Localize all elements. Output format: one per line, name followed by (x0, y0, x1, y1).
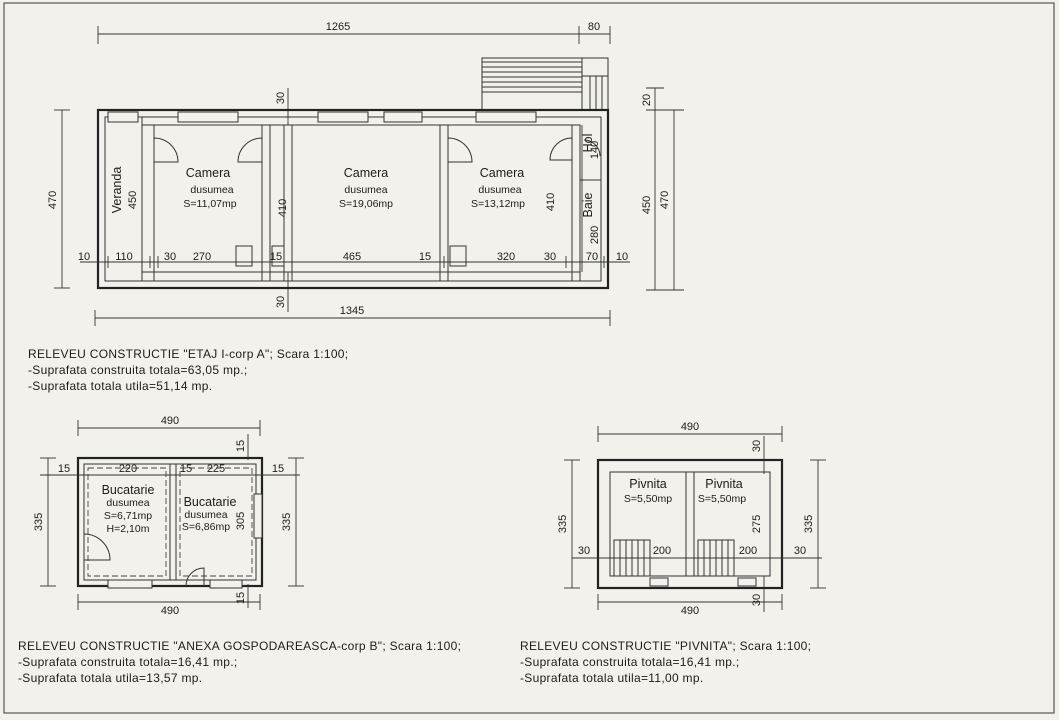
room-b2-floor: dusumea (184, 509, 227, 521)
dim-b-side-right: 15 (272, 463, 284, 475)
dim-right-20: 20 (641, 94, 653, 106)
outer-wall-pivnita (596, 458, 784, 590)
dim-row-30-right: 30 (544, 251, 556, 263)
dim-b-top: 490 (161, 415, 179, 427)
room-b1-name: Bucatarie (102, 483, 155, 497)
room-b2-name: Bucatarie (184, 495, 237, 509)
outer-wall-corp-a (96, 108, 610, 290)
dim-b-wall-bottom: 15 (235, 592, 247, 604)
dim-right-470: 470 (659, 191, 671, 209)
room-2-name: Camera (344, 166, 389, 180)
plan-corp-a: 1265 80 1345 470 20 450 470 30 30 (28, 21, 684, 393)
caption-b-line-1: -Suprafata construita totala=16,41 mp.; (18, 655, 238, 669)
page-border (3, 2, 1055, 714)
dim-right-450: 450 (641, 196, 653, 214)
plan-pivnita: 490 490 335 335 30 200 200 30 (520, 421, 826, 685)
dim-row-15-left: 15 (270, 251, 282, 263)
dim-row-110: 110 (115, 251, 133, 263)
room-b2-area: S=6,86mp (182, 521, 230, 533)
dim-b-wall-top: 15 (235, 440, 247, 452)
dim-row-465: 465 (343, 251, 361, 263)
dim-row-30-left: 30 (164, 251, 176, 263)
caption-a-line-2: -Suprafata totala utila=51,14 mp. (28, 379, 212, 393)
dim-b-right: 335 (281, 513, 293, 531)
dim-c-inner-200-b: 200 (739, 545, 757, 557)
baie-label: Baie (581, 192, 595, 217)
dim-veranda-450: 450 (127, 191, 139, 209)
room-3-floor: dusumea (478, 184, 521, 196)
caption-b-title: RELEVEU CONSTRUCTIE "ANEXA GOSPODAREASCA… (18, 639, 461, 653)
dim-c-inner-200-a: 200 (653, 545, 671, 557)
dim-c-wall-top: 30 (751, 440, 763, 452)
dim-inner-410-a: 410 (277, 199, 289, 217)
dim-row-70: 70 (586, 251, 598, 263)
room-1-name: Camera (186, 166, 231, 180)
dim-b-left: 335 (33, 513, 45, 531)
caption-b-line-2: -Suprafata totala utila=13,57 mp. (18, 671, 202, 685)
caption-a-title: RELEVEU CONSTRUCTIE "ETAJ I-corp A"; Sca… (28, 347, 348, 361)
caption-c-line-1: -Suprafata construita totala=16,41 mp.; (520, 655, 740, 669)
dim-c-top: 490 (681, 421, 699, 433)
dim-hol-140: 140 (589, 141, 601, 159)
hol-label: Hol (581, 134, 595, 153)
dim-b-bottom: 490 (161, 605, 179, 617)
veranda-label: Veranda (110, 167, 124, 214)
dim-row-320: 320 (497, 251, 515, 263)
room-c2-area: S=5,50mp (698, 493, 746, 505)
dim-left-total: 470 (47, 191, 59, 209)
room-3-name: Camera (480, 166, 525, 180)
room-c1-area: S=5,50mp (624, 493, 672, 505)
room-2-area: S=19,06mp (339, 198, 393, 210)
dim-bottom-total: 1345 (340, 305, 364, 317)
room-2-floor: dusumea (344, 184, 387, 196)
dim-b-room2-w: 225 (207, 463, 225, 475)
stairs-corp-a (482, 58, 608, 110)
room-3-area: S=13,12mp (471, 198, 525, 210)
caption-a-line-1: -Suprafata construita totala=63,05 mp.; (28, 363, 248, 377)
room-c1-name: Pivnita (629, 477, 667, 491)
dim-b-room2-wall: 15 (180, 463, 192, 475)
room-c2-name: Pivnita (705, 477, 743, 491)
dim-top-right: 80 (588, 21, 600, 33)
dim-c-wall-bottom: 30 (751, 594, 763, 606)
room-b1-height: H=2,10m (107, 523, 150, 535)
dim-wall-bottom: 30 (275, 296, 287, 308)
dim-inner-410-b: 410 (545, 193, 557, 211)
dim-c-right: 335 (803, 515, 815, 533)
dim-wall-top: 30 (275, 92, 287, 104)
dim-b-side-left: 15 (58, 463, 70, 475)
dim-c-left: 335 (557, 515, 569, 533)
caption-c-title: RELEVEU CONSTRUCTIE "PIVNITA"; Scara 1:1… (520, 639, 811, 653)
plan-corp-b: 490 490 335 335 15 220 15 225 15 15 15 3… (18, 415, 461, 685)
dim-c-inner-275: 275 (751, 515, 763, 533)
room-1-area: S=11,07mp (183, 198, 236, 210)
dim-row-15-right: 15 (419, 251, 431, 263)
dim-row-10-right: 10 (616, 251, 628, 263)
dim-c-side-right: 30 (794, 545, 806, 557)
dim-baie-280: 280 (589, 226, 601, 244)
dim-top-total: 1265 (326, 21, 350, 33)
dim-row-270: 270 (193, 251, 211, 263)
dim-b-room1-w: 220 (119, 463, 137, 475)
caption-c-line-2: -Suprafata totala utila=11,00 mp. (520, 671, 703, 685)
room-b1-floor: dusumea (106, 497, 149, 509)
room-1-floor: dusumea (190, 184, 233, 196)
dim-c-side-left: 30 (578, 545, 590, 557)
room-b1-area: S=6,71mp (104, 510, 152, 522)
dim-c-bottom: 490 (681, 605, 699, 617)
dim-row-10-left: 10 (78, 251, 90, 263)
dim-b-inner-305: 305 (235, 512, 247, 530)
